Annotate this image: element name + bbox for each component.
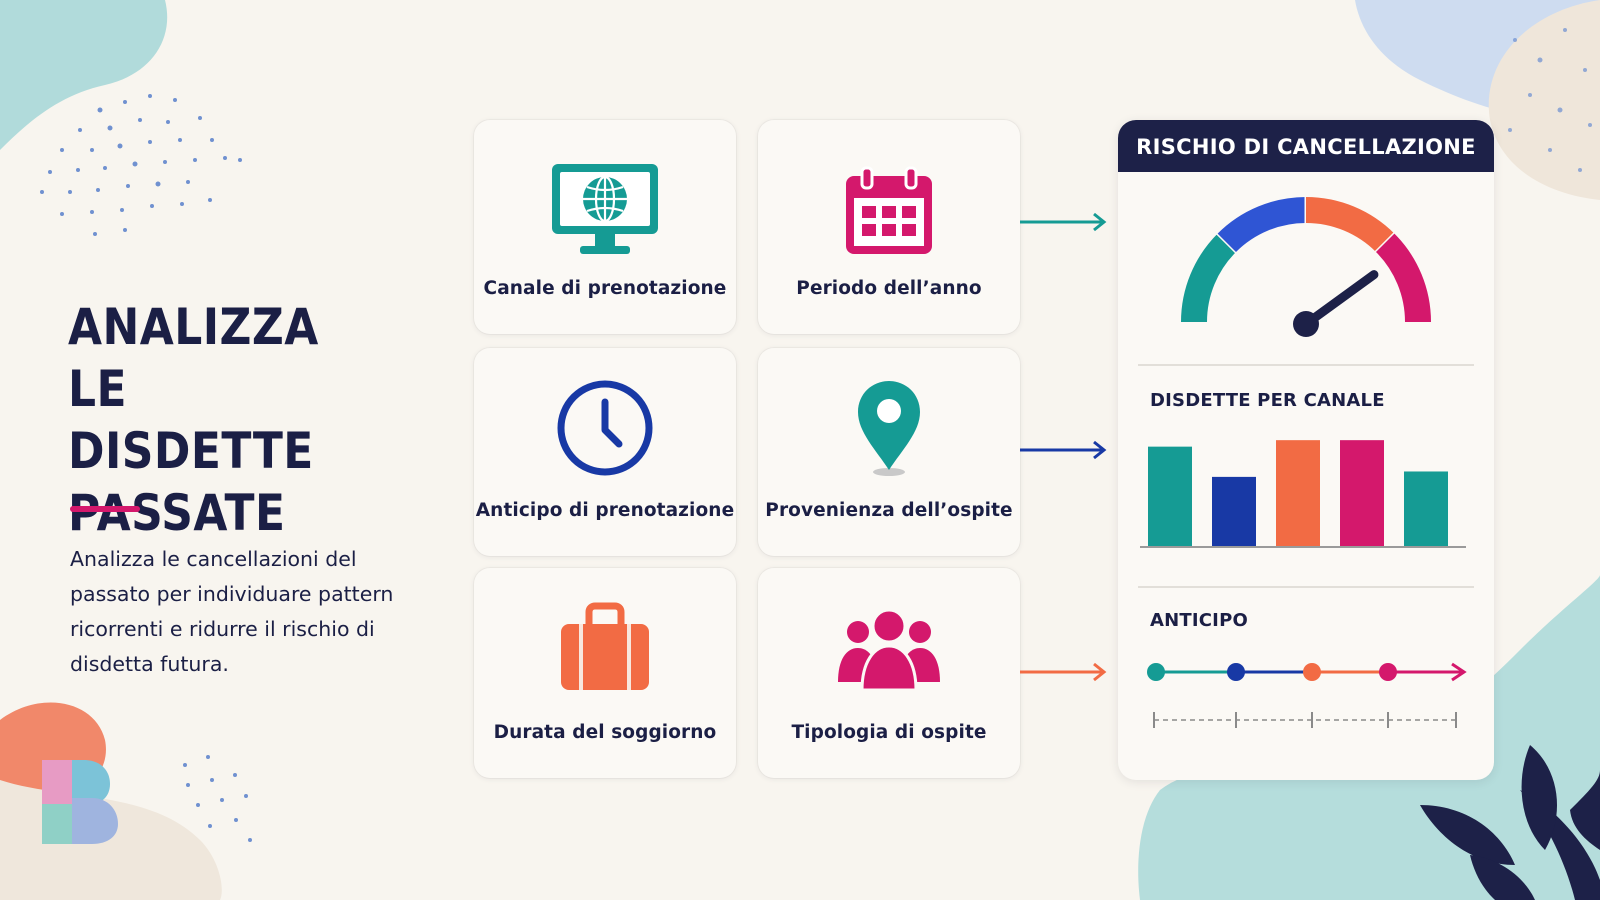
orange-blob-bottom-left xyxy=(0,702,106,806)
factor-card-booking-lead-time[interactable]: Anticipo di prenotazione xyxy=(474,348,736,556)
beige-blob-bottom-left xyxy=(0,780,222,900)
blue-blob-top-right xyxy=(1355,0,1600,121)
panel-divider-2 xyxy=(1138,586,1474,588)
channel-bar-1 xyxy=(1148,446,1192,546)
arrow-orange xyxy=(1020,662,1107,682)
calendar-icon xyxy=(846,166,932,254)
lead-section-title: ANTICIPO xyxy=(1150,610,1248,631)
channel-bar-2 xyxy=(1212,476,1256,546)
group-icon xyxy=(838,608,940,692)
factor-card-period-of-year[interactable]: Periodo dell’anno xyxy=(758,120,1020,334)
panel-divider-1 xyxy=(1138,364,1474,366)
computer-globe-icon xyxy=(552,164,658,254)
panel-title: RISCHIO DI CANCELLAZIONE xyxy=(1118,120,1494,172)
dot-pattern-bottom-left xyxy=(183,755,252,842)
channel-section-title: DISDETTE PER CANALE xyxy=(1150,390,1385,411)
factor-label-booking-lead-time: Anticipo di prenotazione xyxy=(475,500,735,521)
lead-time-timeline xyxy=(1147,662,1467,728)
factor-label-booking-channel: Canale di prenotazione xyxy=(483,278,727,299)
cancellation-risk-panel: RISCHIO DI CANCELLAZIONE DISDETTE PER CA… xyxy=(1118,120,1494,780)
channel-bar-5 xyxy=(1404,471,1448,546)
factor-label-guest-origin: Provenienza dell’ospite xyxy=(765,500,1013,521)
speckle-pattern-top-right xyxy=(1508,28,1592,172)
arrow-teal xyxy=(1020,212,1107,232)
page-description: Analizza le cancellazioni del passato pe… xyxy=(70,547,394,676)
gauge-segment-3 xyxy=(1305,197,1395,253)
factor-card-booking-channel[interactable]: Canale di prenotazione xyxy=(474,120,736,334)
clock-icon xyxy=(557,380,653,476)
location-pin-icon xyxy=(858,381,920,476)
gauge-hub xyxy=(1293,311,1319,337)
timeline-dot-4 xyxy=(1379,663,1397,681)
page-title: ANALIZZA LE DISDETTE PASSATE xyxy=(68,298,319,542)
brand-logo xyxy=(42,760,118,844)
gauge-needle xyxy=(1301,270,1379,329)
cancellations-by-channel-chart xyxy=(1140,440,1466,548)
arrow-blue xyxy=(1020,440,1107,460)
timeline-dot-2 xyxy=(1227,663,1245,681)
factor-label-length-of-stay: Durata del soggiorno xyxy=(493,722,717,743)
dot-pattern-top-left xyxy=(40,94,242,236)
risk-gauge xyxy=(1181,196,1431,337)
gauge-segment-4 xyxy=(1375,233,1431,323)
factor-card-guest-type[interactable]: Tipologia di ospite xyxy=(758,568,1020,778)
factor-card-guest-origin[interactable]: Provenienza dell’ospite xyxy=(758,348,1020,556)
channel-bar-3 xyxy=(1276,440,1320,546)
speckled-blob-top-right xyxy=(1488,0,1600,200)
gauge-segment-1 xyxy=(1181,233,1237,323)
timeline-dot-3 xyxy=(1303,663,1321,681)
channel-bar-4 xyxy=(1340,440,1384,546)
factor-card-length-of-stay[interactable]: Durata del soggiorno xyxy=(474,568,736,778)
timeline-dot-1 xyxy=(1147,663,1165,681)
gauge-segment-2 xyxy=(1217,197,1307,253)
suitcase-icon xyxy=(561,602,649,690)
teal-blob-top-left xyxy=(0,0,168,150)
title-underline xyxy=(70,506,140,512)
timeline-arrowhead xyxy=(1451,662,1467,682)
factor-label-period-of-year: Periodo dell’anno xyxy=(796,278,982,299)
factor-label-guest-type: Tipologia di ospite xyxy=(791,722,987,743)
